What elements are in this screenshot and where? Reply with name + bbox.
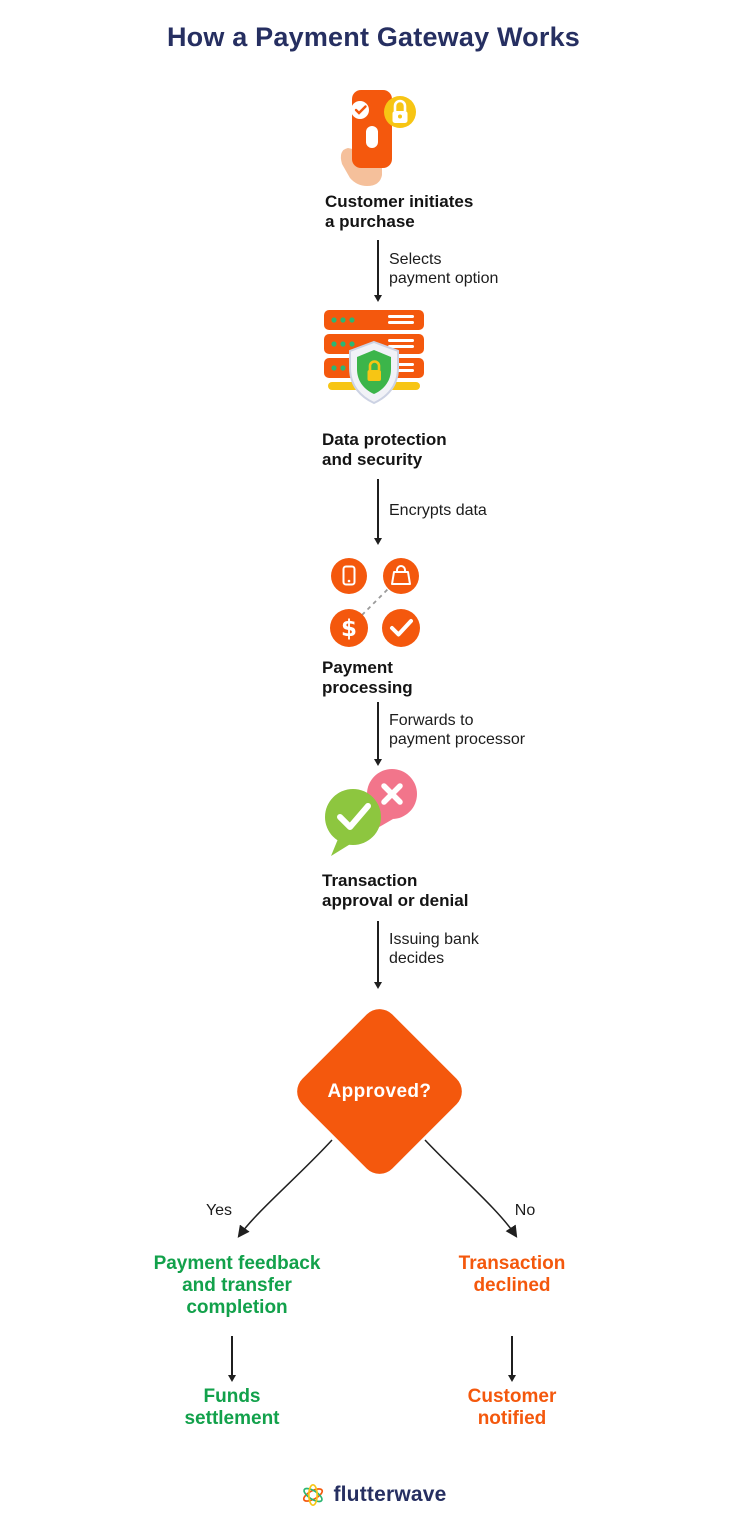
arrow-down-icon	[372, 240, 384, 302]
branch-label-yes: Yes	[205, 1202, 233, 1219]
approval-denial-bubbles-icon	[318, 767, 428, 864]
arrow-down-icon	[372, 702, 384, 766]
final-customer-notified: Customer notified	[467, 1386, 557, 1429]
phone-purchase-icon	[318, 86, 422, 195]
svg-text:$: $	[341, 616, 357, 642]
outcome-payment-feedback: Payment feedback and transfer completion	[153, 1253, 321, 1318]
arrow-down-icon	[372, 921, 384, 989]
edge-label-selects-payment: Selects payment option	[389, 251, 499, 287]
step-label-data-protection: Data protection and security	[322, 430, 447, 469]
edge-label-encrypts-data: Encrypts data	[389, 502, 487, 519]
payment-methods-icon: $	[327, 554, 423, 655]
step-label-payment-processing: Payment processing	[322, 658, 413, 697]
footer-brand: flutterwave	[0, 1482, 747, 1508]
branch-label-no: No	[514, 1202, 536, 1219]
brand-name: flutterwave	[333, 1483, 447, 1506]
final-funds-settlement: Funds settlement	[184, 1386, 280, 1429]
page-title: How a Payment Gateway Works	[166, 22, 581, 52]
edge-label-forwards-processor: Forwards to payment processor	[389, 712, 526, 748]
arrow-down-icon	[372, 479, 384, 545]
arrow-down-icon	[226, 1336, 238, 1382]
step-label-customer-initiates: Customer initiates a purchase	[325, 192, 474, 231]
secure-server-icon	[322, 308, 426, 417]
flutterwave-logo-icon	[300, 1482, 326, 1508]
outcome-transaction-declined: Transaction declined	[458, 1253, 566, 1296]
edge-label-issuing-bank: Issuing bank decides	[389, 931, 479, 967]
step-label-transaction-approval: Transaction approval or denial	[322, 871, 469, 910]
branch-arrows	[237, 1139, 518, 1238]
arrow-down-icon	[506, 1336, 518, 1382]
